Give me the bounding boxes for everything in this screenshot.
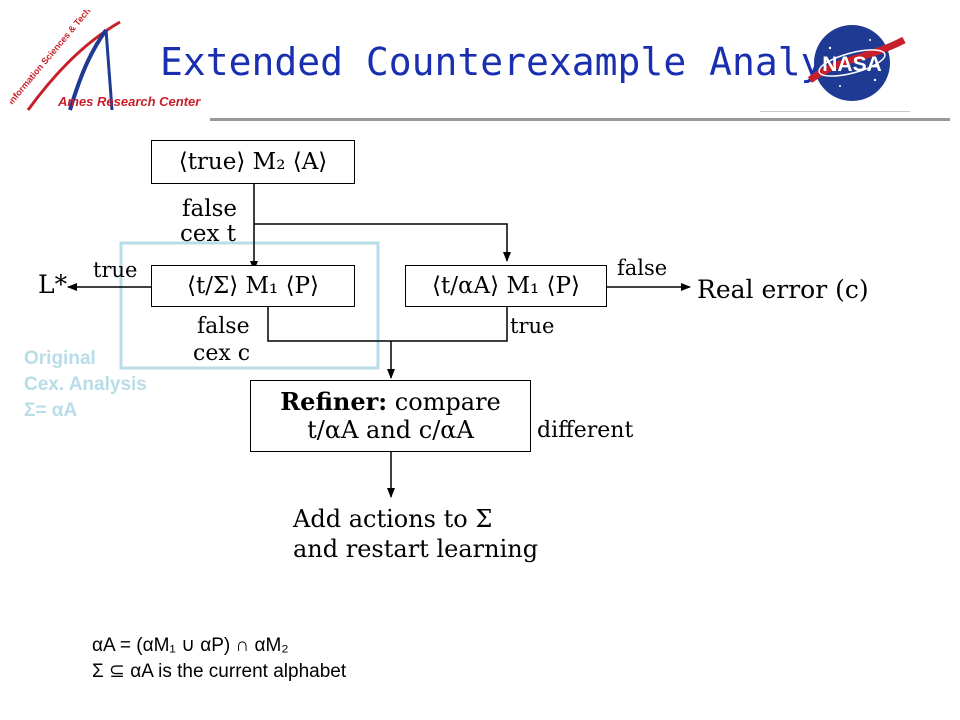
original-analysis-highlight — [119, 241, 380, 370]
footnote-alpha-def: αA = (αM₁ ∪ αP) ∩ αM₂ — [92, 635, 289, 656]
merge-line — [267, 306, 508, 342]
svg-text:Ames Research Center: Ames Research Center — [57, 94, 201, 109]
ames-logo: Information Sciences & Technology Ames R… — [6, 0, 210, 120]
label-real-error: Real error (c) — [697, 275, 869, 304]
ames-logo-graphic: Information Sciences & Technology Ames R… — [6, 0, 201, 111]
label-false-right: false — [617, 256, 668, 280]
title-underline-secondary — [760, 111, 910, 112]
add-line2: and restart learning — [293, 535, 539, 563]
refiner-bold: Refiner: — [280, 387, 388, 416]
title-underline — [210, 118, 950, 121]
refiner-line1-rest: compare — [387, 388, 501, 416]
box-top-text: ⟨true⟩ M₂ ⟨A⟩ — [178, 149, 328, 175]
refiner-line1: Refiner: compare — [280, 387, 501, 417]
page-title: Extended Counterexample Analysis — [160, 40, 893, 84]
label-false-top: false — [182, 196, 237, 222]
label-different: different — [537, 418, 634, 443]
nasa-logo-text: NASA — [822, 53, 882, 76]
footnote-sigma-def: Σ ⊆ αA is the current alphabet — [92, 661, 347, 682]
nasa-logo: NASA — [800, 18, 910, 108]
box-refiner: Refiner: compare t/αA and c/αA — [250, 380, 531, 452]
original-analysis-caption: Original Cex. Analysis Σ= αA — [24, 346, 147, 424]
label-true-mid: true — [510, 314, 555, 338]
box-right-text: ⟨t/αA⟩ M₁ ⟨P⟩ — [432, 273, 580, 299]
label-true-left: true — [93, 258, 138, 282]
arrow-top-to-right — [254, 223, 511, 262]
label-lstar: L* — [38, 270, 68, 299]
original-line1: Original — [24, 348, 96, 369]
original-line3: Σ= αA — [24, 400, 78, 421]
box-left-m1-sigma: ⟨t/Σ⟩ M₁ ⟨P⟩ — [151, 265, 355, 307]
label-cex-t: cex t — [180, 221, 237, 247]
box-top-m2: ⟨true⟩ M₂ ⟨A⟩ — [151, 140, 355, 184]
label-add-actions: Add actions to Σ and restart learning — [293, 504, 538, 564]
add-line1: Add actions to Σ — [293, 505, 493, 533]
label-false-mid: false — [197, 314, 250, 339]
refiner-line2: t/αA and c/αA — [307, 416, 474, 444]
nasa-logo-graphic: NASA — [807, 25, 906, 101]
label-cex-c: cex c — [193, 341, 251, 366]
box-right-m1-alpha: ⟨t/αA⟩ M₁ ⟨P⟩ — [405, 265, 607, 307]
original-line2: Cex. Analysis — [24, 374, 147, 395]
box-left-text: ⟨t/Σ⟩ M₁ ⟨P⟩ — [186, 273, 319, 299]
